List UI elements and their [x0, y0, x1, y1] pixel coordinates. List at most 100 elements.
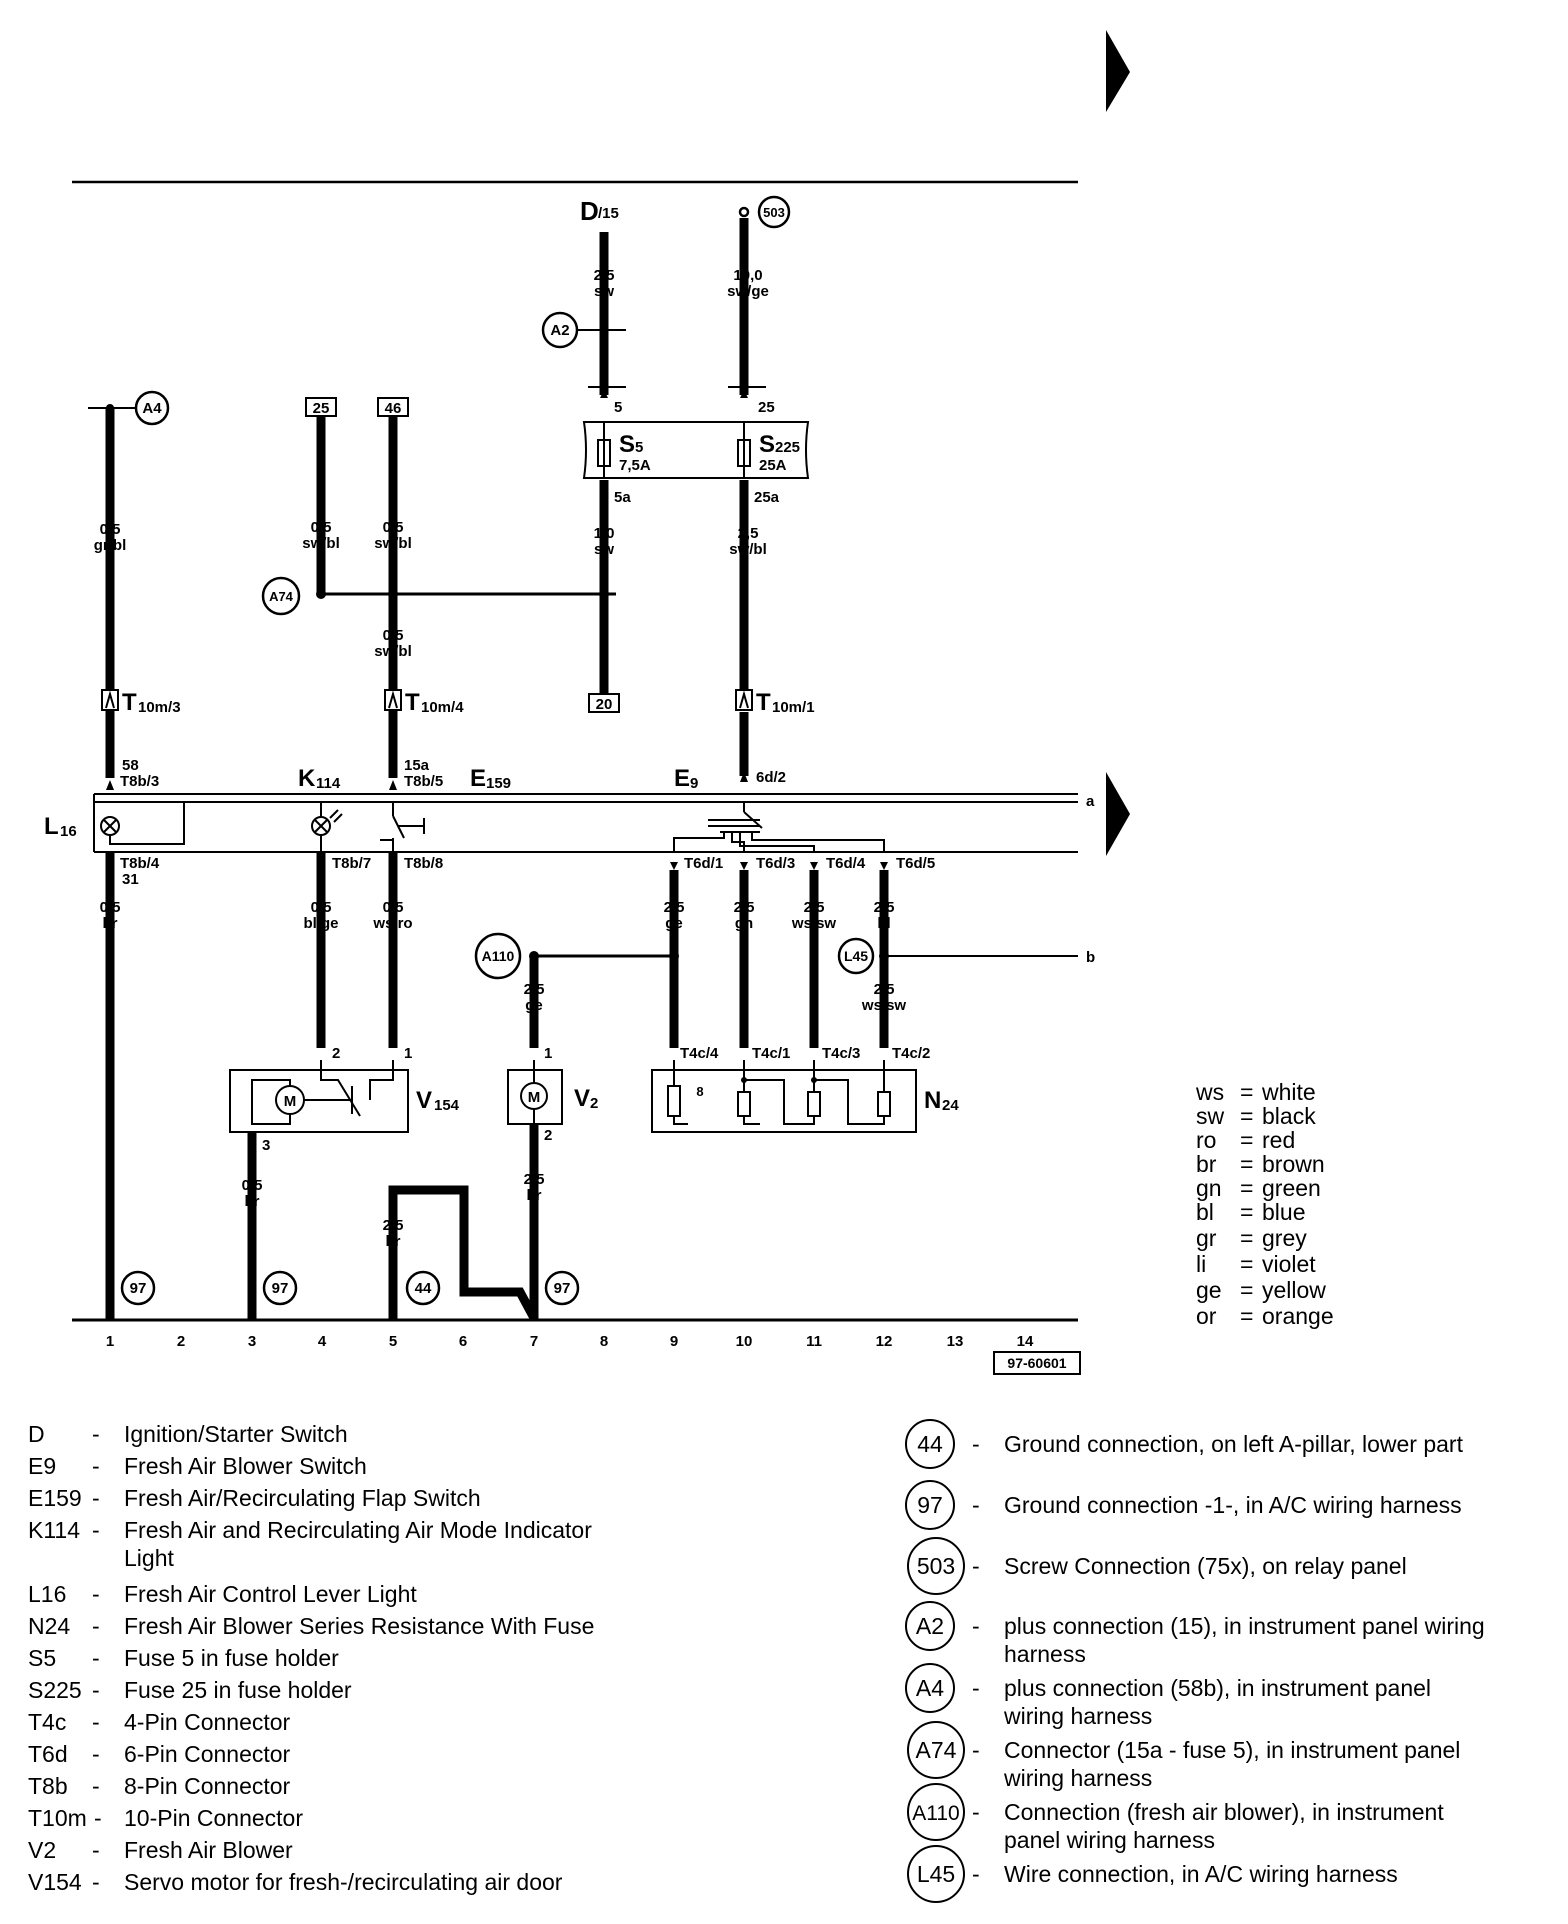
- n24-link-1: [744, 1079, 815, 1125]
- next-page-arrow-icon[interactable]: [1106, 30, 1130, 112]
- wl-t6d3-size: 2,5: [734, 899, 755, 916]
- t10m1-arrow-icon: [739, 690, 749, 709]
- tick-row: 1 2 3 4 5 6 7 8 9 10 11 12 13 14: [106, 1333, 1034, 1350]
- key-r-code-0: 44: [917, 1431, 943, 1457]
- wl-v154out-size: 0,5: [242, 1177, 263, 1194]
- pin-v154-1: 1: [404, 1045, 412, 1062]
- component-key: D - Ignition/Starter Switch E9 - Fresh A…: [28, 1421, 594, 1895]
- color-legend-name-6: grey: [1262, 1225, 1307, 1251]
- wl-t6d5-color: bl: [877, 915, 890, 932]
- pin-s225-out: 25a: [754, 489, 780, 506]
- key-desc-6: Fuse 5 in fuse holder: [124, 1645, 339, 1671]
- wl-d15-color: sw: [594, 283, 614, 300]
- ground-97-a-circle: [120, 1270, 156, 1306]
- n24-box: [651, 1069, 917, 1133]
- color-legend-name-2: red: [1262, 1127, 1295, 1153]
- wl-l45-color: ws/sw: [861, 997, 907, 1014]
- key-code-9: T6d: [28, 1741, 68, 1767]
- key-r-dash-2: -: [972, 1553, 980, 1579]
- color-legend-eq-0: =: [1240, 1079, 1253, 1105]
- color-legend-code-3: br: [1196, 1151, 1217, 1177]
- arrow-t8b5-icon: [389, 780, 397, 790]
- key-code-10: T8b: [28, 1773, 68, 1799]
- l16-name: L: [44, 813, 59, 840]
- k114-sub: 114: [316, 775, 341, 792]
- pin-s225-in: 25: [758, 399, 775, 416]
- wl-l16out-color: br: [103, 915, 118, 932]
- v2-sub: 2: [590, 1095, 598, 1112]
- t10m4-arrow-icon: [388, 690, 398, 709]
- n24-fuse-label: 8: [696, 1084, 703, 1099]
- wl-mid-size: 0,5: [383, 627, 404, 644]
- color-legend-code-7: li: [1196, 1251, 1206, 1277]
- e9-name: E: [674, 765, 690, 792]
- t10m4-sub: 10m/4: [421, 699, 464, 716]
- key-r-code-7: L45: [917, 1861, 955, 1887]
- a74-dot-1: [316, 589, 326, 599]
- wl-l16out-size: 0,5: [100, 899, 121, 916]
- v154-name: V: [416, 1087, 432, 1114]
- color-legend-code-5: bl: [1196, 1199, 1214, 1225]
- box-46-label: 46: [385, 400, 402, 417]
- pin-t8b7: T8b/7: [332, 855, 371, 872]
- key-r-code-6: A110: [912, 1802, 960, 1825]
- e159-name: E: [470, 765, 486, 792]
- key-dash-10: -: [92, 1773, 100, 1799]
- l45-dot: [879, 951, 889, 961]
- wl-b46-color: sw/bl: [374, 535, 412, 552]
- color-legend-name-3: brown: [1262, 1151, 1325, 1177]
- tick-7: 7: [530, 1333, 538, 1350]
- pin-t8b5: T8b/5: [404, 773, 443, 790]
- key-r-circle-2: [907, 1537, 965, 1595]
- ground-44-circle: [405, 1270, 441, 1306]
- v154-internal-2: [369, 1060, 394, 1100]
- fuse-s5-sub: 5: [635, 439, 643, 456]
- key-desc-0: Ignition/Starter Switch: [124, 1421, 348, 1447]
- key-dash-11: -: [94, 1805, 102, 1831]
- side-label-b: b: [1086, 949, 1095, 966]
- tick-5: 5: [389, 1333, 397, 1350]
- color-legend-code-4: gn: [1196, 1175, 1222, 1201]
- key-desc-8: 4-Pin Connector: [124, 1709, 291, 1735]
- wl-l45-size: 2,5: [874, 981, 895, 998]
- arrow-t6d1-icon: [670, 862, 678, 870]
- key-r-dash-6: -: [972, 1799, 980, 1825]
- color-legend-name-8: yellow: [1262, 1277, 1326, 1303]
- pin-6d2: 6d/2: [756, 769, 786, 786]
- pin-58: 58: [122, 757, 139, 774]
- n24-res-3-icon: [877, 1091, 891, 1117]
- fuse-s225-name: S: [759, 431, 775, 458]
- key-desc-10: 8-Pin Connector: [124, 1773, 291, 1799]
- e9-out-3: [731, 832, 745, 852]
- pin-t4c4: T4c/4: [680, 1045, 719, 1062]
- n24-link-2: [814, 1079, 885, 1125]
- n24-res-2-icon: [807, 1091, 821, 1117]
- wl-t6d1-color: ge: [665, 915, 683, 932]
- continue-arrow-icon: [1106, 772, 1130, 856]
- color-legend-name-4: green: [1262, 1175, 1321, 1201]
- v154-internal-1: [320, 1060, 361, 1117]
- color-legend-code-9: or: [1196, 1303, 1217, 1329]
- key-r-desc-5b: wiring harness: [1003, 1765, 1152, 1791]
- diagram-code-label: 97-60601: [1007, 1355, 1066, 1371]
- ground-44-label: 44: [415, 1280, 432, 1297]
- pin-t6d3: T6d/3: [756, 855, 795, 872]
- e9-out-1: [673, 832, 725, 852]
- key-r-code-5: A74: [916, 1737, 957, 1763]
- t10m3-arrow-icon: [105, 690, 115, 709]
- color-legend-eq-6: =: [1240, 1225, 1253, 1251]
- pin-31: 31: [122, 871, 139, 888]
- ground-97-c-label: 97: [554, 1280, 571, 1297]
- arrow-v154-1-icon: [389, 1040, 397, 1048]
- color-legend-code-8: ge: [1196, 1277, 1222, 1303]
- key-dash-3: -: [92, 1517, 100, 1543]
- color-legend-eq-3: =: [1240, 1151, 1253, 1177]
- key-desc-3b: Light: [124, 1545, 174, 1571]
- wl-b25-size: 0,5: [311, 519, 332, 536]
- key-code-8: T4c: [28, 1709, 66, 1735]
- t10m3-sub: 10m/3: [138, 699, 181, 716]
- pin-s5-out: 5a: [614, 489, 631, 506]
- connector-l45-circle: [837, 937, 875, 975]
- key-dash-6: -: [92, 1645, 100, 1671]
- key-desc-7: Fuse 25 in fuse holder: [124, 1677, 352, 1703]
